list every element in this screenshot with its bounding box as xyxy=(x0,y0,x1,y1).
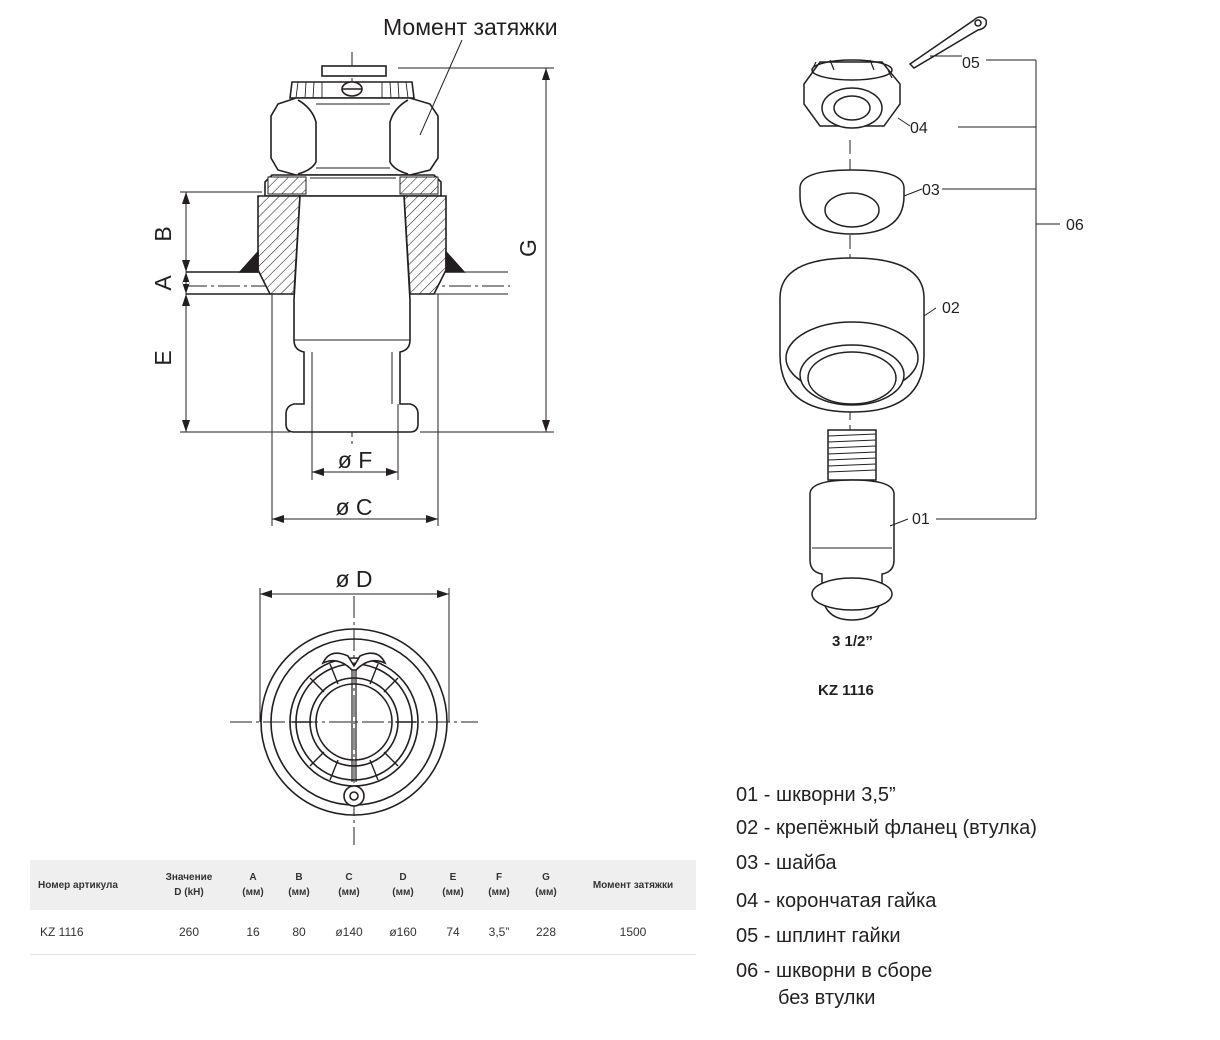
callout-06: 06 xyxy=(1066,217,1084,234)
callout-02: 02 xyxy=(942,300,960,317)
dim-label-b: B xyxy=(150,226,176,241)
size-label: 3 1/2” xyxy=(832,633,873,650)
callout-04: 04 xyxy=(910,120,928,137)
legend-item: 03 - шайба xyxy=(736,852,837,874)
cell-article: KZ 1116 xyxy=(30,910,148,955)
header-g: G(мм) xyxy=(522,860,570,910)
dim-label-a: A xyxy=(150,275,176,291)
legend-item: 02 - крепёжный фланец (втулка) xyxy=(736,817,1037,839)
cell-e: 74 xyxy=(430,910,476,955)
exploded-view: 05 04 03 02 01 06 xyxy=(779,16,1084,621)
header-e: E(мм) xyxy=(430,860,476,910)
model-label: KZ 1116 xyxy=(818,682,874,699)
dim-label-g: G xyxy=(515,239,541,257)
legend-item: 05 - шплинт гайки xyxy=(736,925,901,947)
header-article: Номер артикула xyxy=(30,860,148,910)
callout-01: 01 xyxy=(912,511,930,528)
header-f: F(мм) xyxy=(476,860,522,910)
header-b: B(мм) xyxy=(276,860,322,910)
dim-label-c: ø C xyxy=(335,494,372,520)
top-view-drawing: ø D xyxy=(230,566,478,845)
header-a: A(мм) xyxy=(230,860,276,910)
torque-label: Момент затяжки xyxy=(383,14,558,40)
legend-item: 04 - корончатая гайка xyxy=(736,890,937,912)
legend-item-continuation: без втулки xyxy=(778,987,876,1009)
cell-a: 16 xyxy=(230,910,276,955)
header-d: D(мм) xyxy=(376,860,430,910)
cell-value-d: 260 xyxy=(148,910,230,955)
cell-c: ø140 xyxy=(322,910,376,955)
dim-label-f: ø F xyxy=(338,447,373,473)
header-c: C(мм) xyxy=(322,860,376,910)
callout-05: 05 xyxy=(962,55,980,72)
cell-d: ø160 xyxy=(376,910,430,955)
section-drawing: Момент затяжки B A E G ø F ø C xyxy=(150,14,558,526)
table-row: KZ 1116 260 16 80 ø140 ø160 74 3,5” 228 … xyxy=(30,910,696,955)
cell-b: 80 xyxy=(276,910,322,955)
cell-torque: 1500 xyxy=(570,910,696,955)
legend-item: 06 - шкворни в сборе xyxy=(736,960,933,982)
header-torque: Момент затяжки xyxy=(570,860,696,910)
dim-label-e: E xyxy=(150,350,176,365)
cell-f: 3,5” xyxy=(476,910,522,955)
legend-item: 01 - шкворни 3,5” xyxy=(736,784,896,806)
cell-g: 228 xyxy=(522,910,570,955)
dim-label-d: ø D xyxy=(335,566,372,592)
callout-03: 03 xyxy=(922,182,940,199)
